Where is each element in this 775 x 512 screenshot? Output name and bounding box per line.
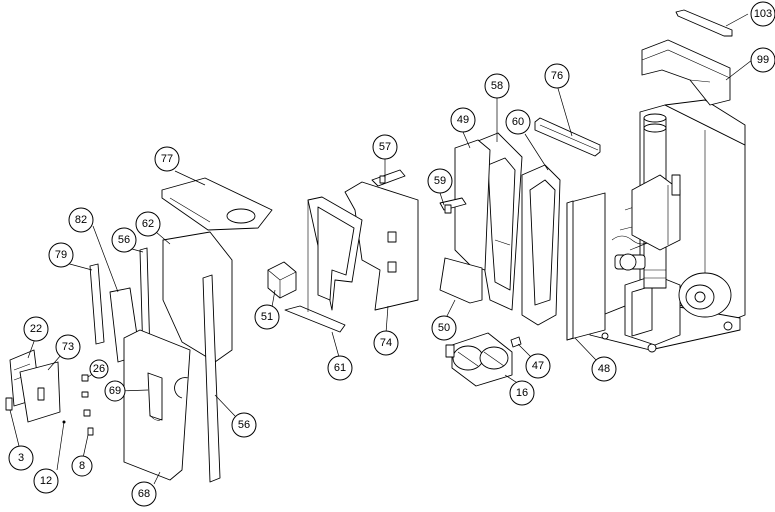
callout-56-upper: 56 — [111, 227, 137, 253]
callout-103: 103 — [750, 1, 775, 27]
callout-82: 82 — [68, 207, 94, 233]
part-57-bracket — [371, 169, 406, 187]
callout-label: 8 — [79, 460, 85, 472]
callout-label: 69 — [109, 385, 121, 397]
callout-label: 3 — [18, 452, 24, 464]
callout-label: 12 — [40, 475, 52, 487]
callout-99: 99 — [750, 47, 775, 73]
callout-57: 57 — [372, 134, 398, 160]
part-77-top-plate — [161, 177, 273, 231]
callout-62: 62 — [135, 211, 161, 237]
fasteners — [62, 374, 94, 436]
callout-label: 77 — [161, 153, 173, 165]
callout-56-lower: 56 — [231, 412, 257, 438]
callout-68: 68 — [131, 481, 157, 507]
part-49-panel — [454, 139, 491, 271]
callout-51: 51 — [254, 304, 280, 330]
part-50-baffle — [439, 257, 483, 304]
callout-label: 50 — [438, 322, 450, 334]
callout-label: 76 — [551, 70, 563, 82]
callout-label: 60 — [512, 116, 524, 128]
callout-label: 48 — [598, 363, 610, 375]
callout-label: 61 — [334, 362, 346, 374]
callout-79: 79 — [48, 242, 74, 268]
callout-59: 59 — [427, 168, 453, 194]
callout-49: 49 — [450, 107, 476, 133]
callout-48: 48 — [591, 356, 617, 382]
callout-label: 49 — [457, 114, 469, 126]
callout-58: 58 — [484, 73, 510, 99]
callout-12: 12 — [33, 468, 59, 494]
part-99-top-cover — [641, 39, 731, 106]
callout-74: 74 — [373, 330, 399, 356]
callout-label: 22 — [30, 323, 42, 335]
callout-label: 26 — [93, 363, 105, 375]
part-103-bracket — [675, 9, 733, 37]
callout-label: 56 — [118, 234, 130, 246]
callout-73: 73 — [55, 334, 81, 360]
part-76-strip — [534, 117, 601, 157]
callout-label: 58 — [491, 80, 503, 92]
callout-label: 56 — [238, 419, 250, 431]
callout-label: 59 — [434, 175, 446, 187]
part-59-bracket — [439, 197, 467, 214]
callout-3: 3 — [8, 445, 34, 471]
callout-label: 99 — [757, 54, 769, 66]
callout-label: 62 — [142, 218, 154, 230]
callout-47: 47 — [525, 353, 551, 379]
part-16-blower — [445, 332, 513, 387]
callout-77: 77 — [154, 146, 180, 172]
callout-label: 82 — [75, 214, 87, 226]
part-74-panel — [344, 181, 419, 311]
callout-label: 103 — [754, 8, 772, 20]
callout-label: 73 — [62, 341, 74, 353]
callout-16: 16 — [509, 380, 535, 406]
part-51-block — [267, 261, 297, 299]
callout-label: 74 — [380, 337, 392, 349]
part-62-side-panel — [162, 231, 233, 363]
callout-50: 50 — [431, 315, 457, 341]
part-68-front-panel — [123, 329, 191, 481]
callout-label: 57 — [379, 141, 391, 153]
part-60-panel — [521, 164, 561, 326]
part-73-bracket — [19, 361, 61, 423]
callout-label: 79 — [55, 249, 67, 261]
callout-76: 76 — [544, 63, 570, 89]
part-56-strip-lower — [202, 274, 221, 483]
callout-label: 51 — [261, 311, 273, 323]
callout-69: 69 — [104, 380, 126, 402]
callout-22: 22 — [23, 316, 49, 342]
callout-label: 68 — [138, 488, 150, 500]
part-61-frame — [284, 196, 363, 333]
callout-label: 16 — [516, 387, 528, 399]
callout-60: 60 — [505, 109, 531, 135]
callout-26: 26 — [89, 359, 109, 379]
stove-body — [589, 99, 746, 353]
callout-8: 8 — [71, 455, 93, 477]
callout-label: 47 — [532, 360, 544, 372]
callout-61: 61 — [327, 355, 353, 381]
part-79-strip — [89, 263, 105, 345]
part-48-side-panel — [566, 192, 606, 341]
